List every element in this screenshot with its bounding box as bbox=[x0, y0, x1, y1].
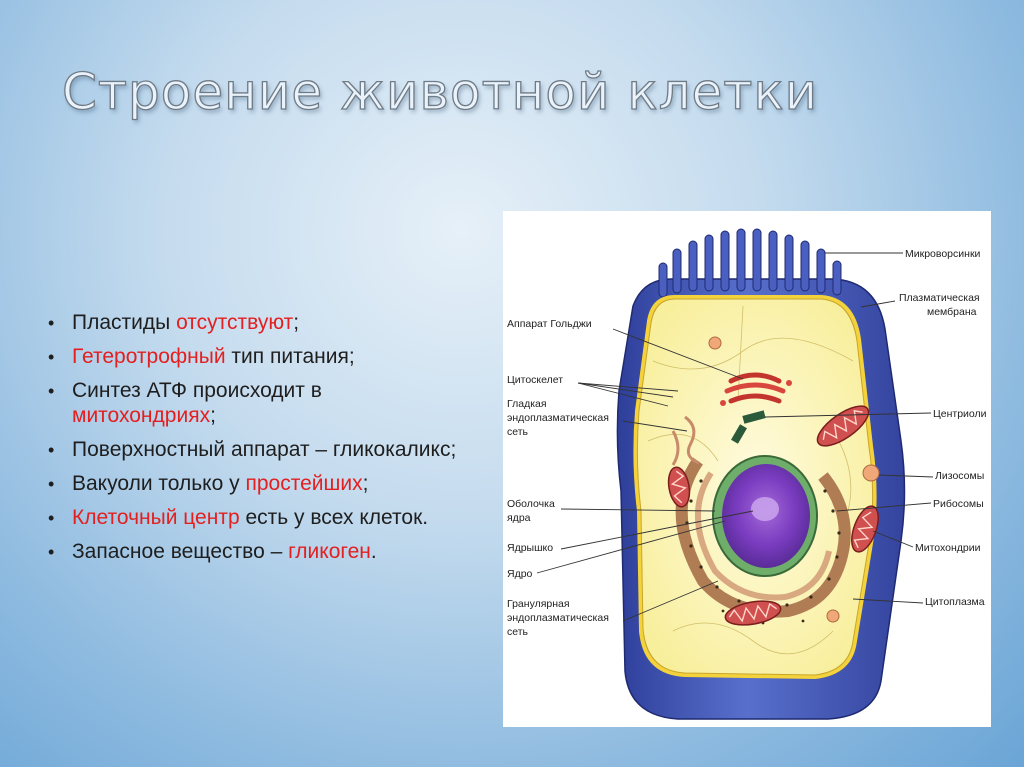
label-rough-er: сеть bbox=[507, 626, 529, 638]
highlighted-text: отсутствуют bbox=[176, 311, 294, 334]
bullet-marker: • bbox=[48, 508, 55, 528]
microvilli-group bbox=[658, 228, 842, 298]
bullet-item: • Гетеротрофный тип питания; bbox=[46, 344, 466, 369]
bullet-marker: • bbox=[48, 381, 55, 401]
bullet-text: Поверхностный аппарат – гликокаликс; bbox=[72, 438, 457, 461]
label-nucleus: Ядро bbox=[507, 568, 533, 580]
highlighted-text: Клеточный центр bbox=[72, 506, 240, 529]
label-microvilli: Микроворсинки bbox=[905, 248, 981, 260]
rough-er bbox=[675, 457, 851, 618]
bullet-item: • Синтез АТФ происходит в митохондриях; bbox=[46, 378, 466, 428]
centrioles bbox=[731, 410, 766, 444]
plasma-membrane bbox=[633, 295, 877, 680]
highlighted-text: гликоген bbox=[288, 540, 371, 563]
label-cytoskeleton: Цитоскелет bbox=[507, 374, 563, 386]
label-ribosomes: Рибосомы bbox=[933, 498, 984, 510]
label-lysosomes: Лизосомы bbox=[935, 470, 984, 482]
bullet-text: тип питания; bbox=[225, 345, 355, 368]
label-cytoplasm: Цитоплазма bbox=[925, 596, 985, 608]
bullet-marker: • bbox=[48, 474, 55, 494]
bullet-item: • Пластиды отсутствуют; bbox=[46, 310, 466, 335]
nucleolus bbox=[751, 497, 779, 521]
label-golgi: Аппарат Гольджи bbox=[507, 318, 592, 330]
label-smooth-er: сеть bbox=[507, 426, 529, 438]
bullet-list: • Пластиды отсутствуют; • Гетеротрофный тип… bbox=[46, 310, 466, 573]
bullet-text: Вакуоли только у bbox=[72, 472, 246, 495]
bullet-text: Пластиды bbox=[72, 311, 177, 334]
label-mitochondria: Митохондрии bbox=[915, 542, 981, 554]
label-smooth-er: Гладкая bbox=[507, 398, 547, 410]
bullet-item: • Запасное вещество – гликоген. bbox=[46, 539, 466, 564]
label-centrioles: Центриоли bbox=[933, 408, 987, 420]
smooth-er bbox=[671, 415, 700, 466]
mitochondria-group bbox=[667, 405, 879, 626]
bullet-marker: • bbox=[48, 313, 55, 333]
highlighted-text: Гетеротрофный bbox=[72, 345, 226, 368]
label-plasma-membrane: Плазматическая bbox=[899, 292, 980, 304]
label-rough-er: Гранулярная bbox=[507, 598, 570, 610]
bullet-item: • Поверхностный аппарат – гликокаликс; bbox=[46, 437, 466, 462]
bullet-marker: • bbox=[48, 347, 55, 367]
lysosomes bbox=[708, 336, 880, 623]
label-rough-er: эндоплазматическая bbox=[507, 612, 609, 624]
label-nuclear-envelope: Оболочка bbox=[507, 498, 555, 510]
label-plasma-membrane: мембрана bbox=[927, 306, 977, 318]
slide-title: Строение животной клетки bbox=[61, 62, 819, 121]
bullet-text: ; bbox=[362, 472, 369, 495]
label-smooth-er: эндоплазматическая bbox=[507, 412, 609, 424]
bullet-text: ; bbox=[293, 311, 300, 334]
bullet-item: • Вакуоли только у простейших; bbox=[46, 471, 466, 496]
highlighted-text: простейших bbox=[245, 472, 363, 495]
bullet-text: есть у всех клеток. bbox=[239, 506, 429, 529]
label-nucleolus: Ядрышко bbox=[507, 542, 553, 554]
bullet-text: Синтез АТФ происходит в bbox=[72, 379, 322, 402]
bullet-text: Запасное вещество – bbox=[72, 540, 289, 563]
cell-illustration: Микроворсинки Плазматическая мембрана Ап… bbox=[507, 228, 987, 720]
bullet-marker: • bbox=[48, 440, 55, 460]
animal-cell-diagram: Микроворсинки Плазматическая мембрана Ап… bbox=[503, 211, 991, 727]
highlighted-text: митохондриях bbox=[72, 404, 211, 427]
bullet-marker: • bbox=[48, 542, 55, 562]
bullet-item: • Клеточный центр есть у всех клеток. bbox=[46, 505, 466, 530]
bullet-text: . bbox=[370, 540, 377, 563]
bullet-text: ; bbox=[210, 404, 216, 427]
label-nuclear-envelope: ядра bbox=[507, 512, 531, 524]
leader-lines bbox=[536, 252, 934, 622]
golgi-apparatus bbox=[720, 372, 792, 406]
